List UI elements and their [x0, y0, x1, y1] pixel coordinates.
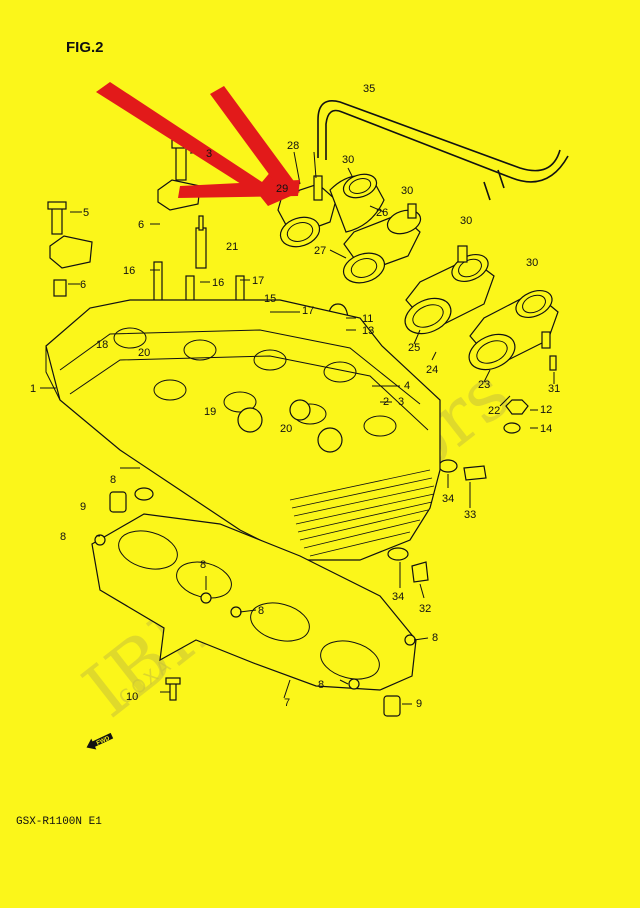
- breather-hose: [317, 100, 569, 201]
- figure-title: FIG.2: [66, 39, 104, 56]
- callout-2: 2: [383, 396, 389, 408]
- forward-indicator: FWD: [86, 732, 114, 750]
- callout-28: 28: [287, 140, 299, 152]
- callout-30: 30: [401, 185, 413, 197]
- fwd-arrow-icon: [86, 732, 114, 750]
- callout-30: 30: [526, 257, 538, 269]
- callout-19: 19: [204, 406, 216, 418]
- callout-10: 10: [126, 691, 138, 703]
- callout-35: 35: [363, 83, 375, 95]
- callout-12: 12: [540, 404, 552, 416]
- callout-17: 17: [302, 305, 314, 317]
- callout-9: 9: [416, 698, 422, 710]
- callout-32: 32: [419, 603, 431, 615]
- callout-22: 22: [488, 405, 500, 417]
- red-arrow: [96, 82, 300, 206]
- model-code: GSX-R1100N E1: [16, 816, 102, 828]
- fwd-label: FWD: [96, 735, 112, 746]
- intake-holder-2: [342, 203, 422, 284]
- callout-24: 24: [426, 364, 438, 376]
- callout-6: 6: [138, 219, 144, 231]
- callout-labels: 35 28 30 29 30 26 27 30 30 3 5 6 21 6 16…: [30, 83, 560, 710]
- callout-5: 5: [83, 207, 89, 219]
- callout-30: 30: [342, 154, 354, 166]
- callout-3: 3: [398, 396, 404, 408]
- callout-34: 34: [442, 493, 454, 505]
- intake-holder-1: [277, 173, 385, 248]
- callout-15: 15: [264, 293, 276, 305]
- callout-3: 3: [206, 148, 212, 160]
- callout-6: 6: [80, 279, 86, 291]
- callout-1: 1: [30, 383, 36, 395]
- callout-26: 26: [376, 207, 388, 219]
- callout-31: 31: [548, 383, 560, 395]
- callout-14: 14: [540, 423, 552, 435]
- cylinder-head: [45, 299, 441, 561]
- callout-8: 8: [318, 679, 324, 691]
- callout-20: 20: [280, 423, 292, 435]
- callout-8: 8: [200, 559, 206, 571]
- callout-27: 27: [314, 245, 326, 257]
- head-gasket: [91, 513, 417, 691]
- leader-lines: [40, 151, 555, 705]
- callout-18: 18: [96, 339, 108, 351]
- callout-16: 16: [212, 277, 224, 289]
- intake-holder-4: [468, 289, 559, 371]
- callout-8: 8: [258, 605, 264, 617]
- callout-34: 34: [392, 591, 404, 603]
- callout-11: 11: [362, 313, 373, 325]
- callout-7: 7: [284, 697, 290, 709]
- callout-21: 21: [226, 241, 238, 253]
- callout-30: 30: [460, 215, 472, 227]
- callout-8: 8: [110, 474, 116, 486]
- callout-13: 13: [362, 325, 374, 337]
- callout-29: 29: [276, 183, 288, 195]
- callout-23: 23: [478, 379, 490, 391]
- callout-4: 4: [404, 380, 410, 392]
- callout-17: 17: [252, 275, 264, 287]
- cam-journals: [113, 327, 397, 453]
- callout-9: 9: [80, 501, 86, 513]
- cooling-fins: [289, 469, 435, 557]
- callout-16: 16: [123, 265, 135, 277]
- callout-8: 8: [60, 531, 66, 543]
- callout-33: 33: [464, 509, 476, 521]
- callout-20: 20: [138, 347, 150, 359]
- intake-holder-3: [404, 245, 495, 335]
- callout-8: 8: [432, 632, 438, 644]
- callout-25: 25: [408, 342, 420, 354]
